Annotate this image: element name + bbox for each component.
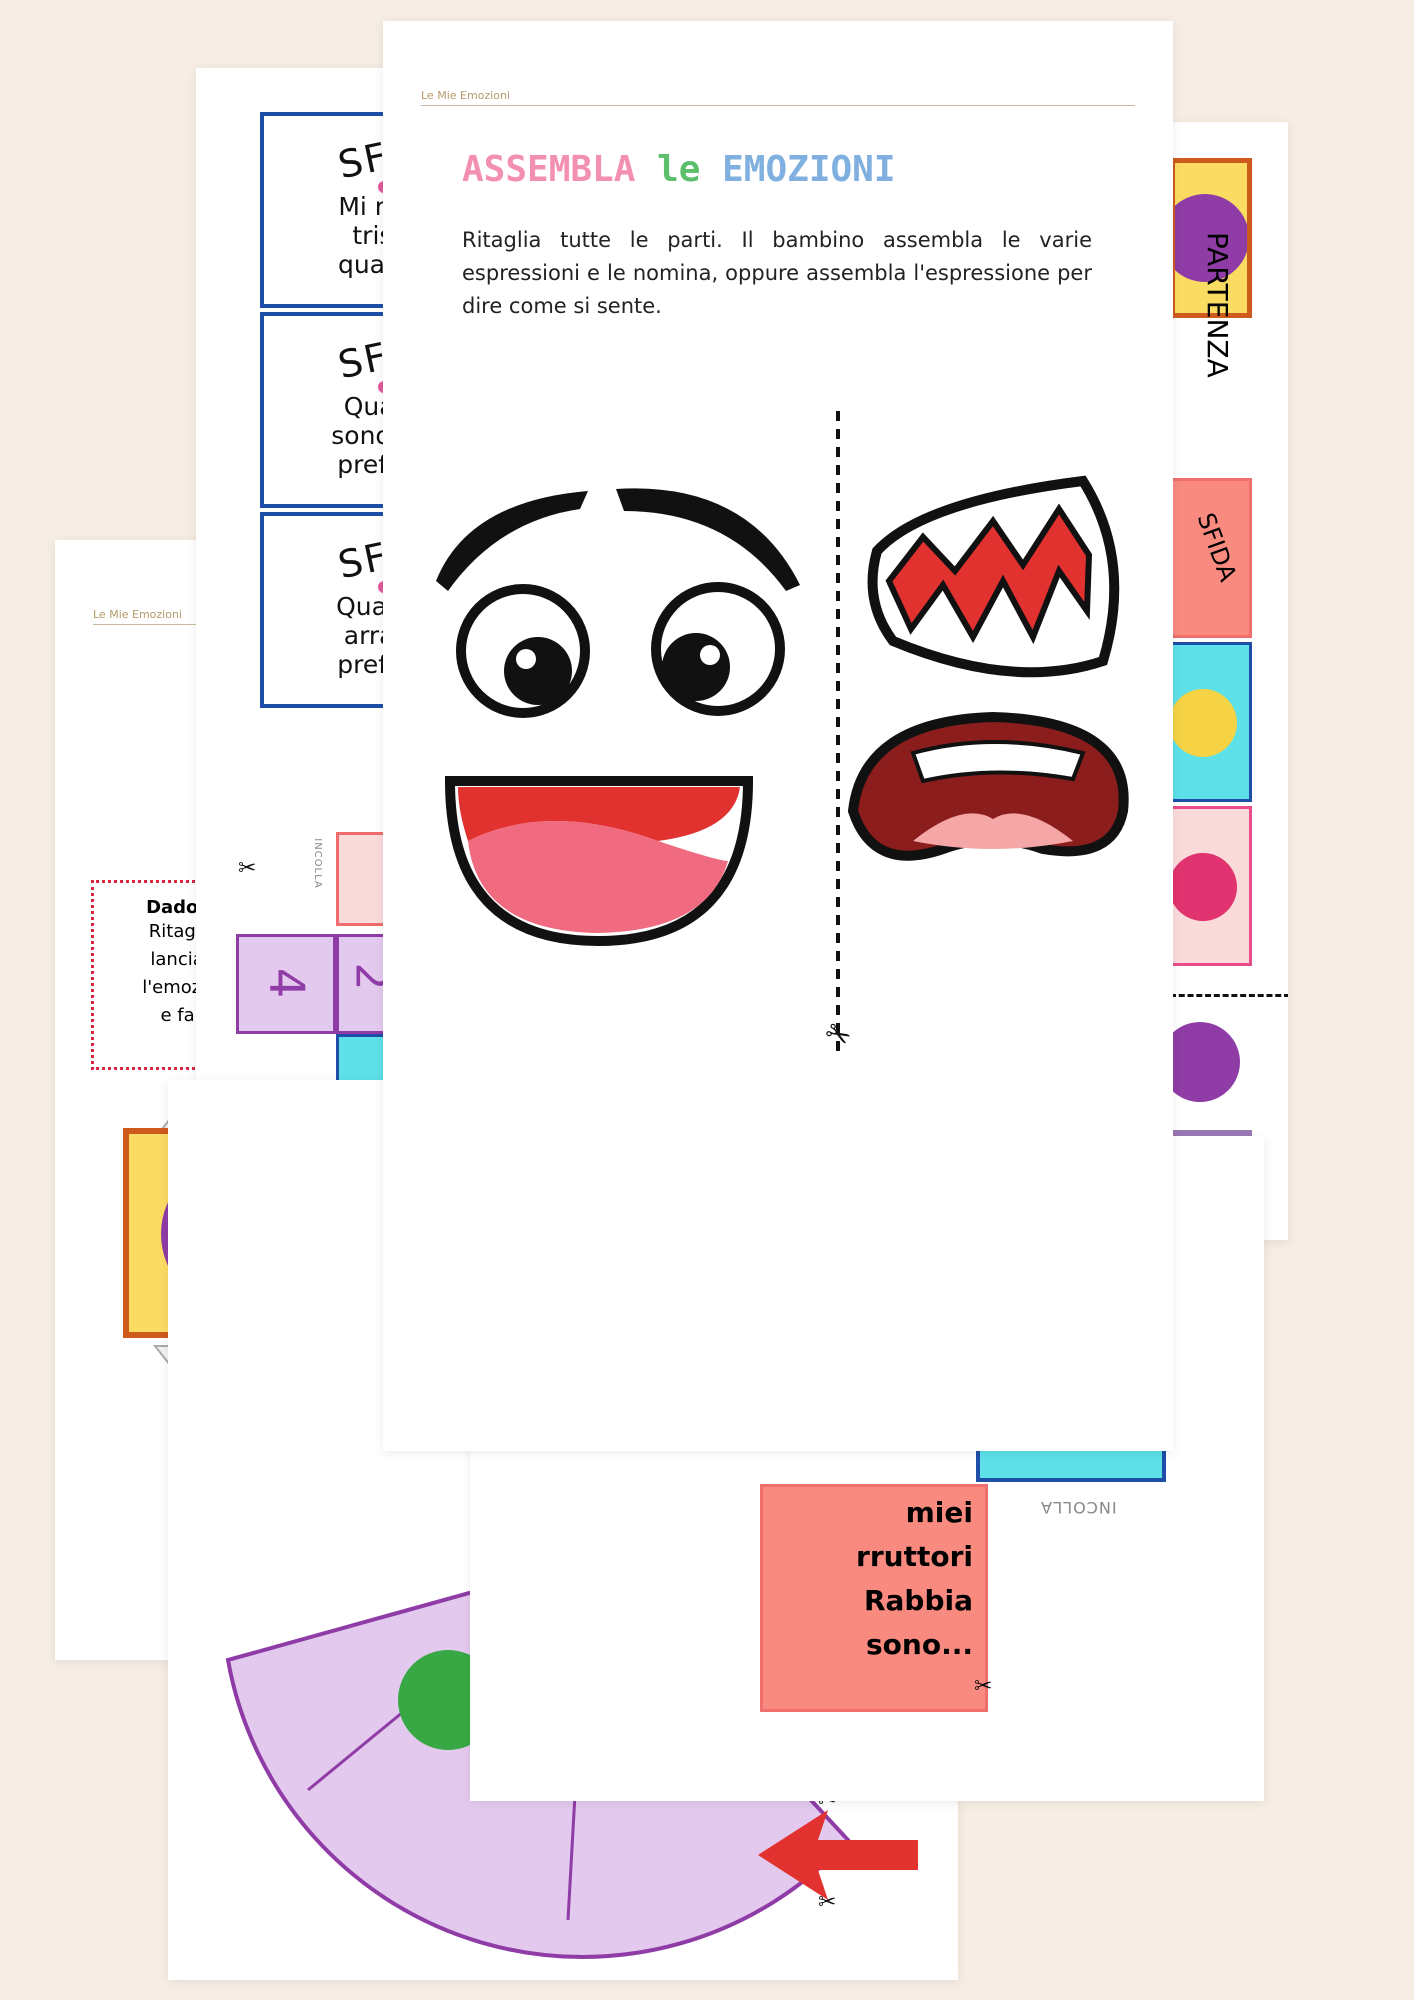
emoji-face-icon — [1169, 689, 1237, 757]
angry-mouth-cutout — [867, 475, 1120, 678]
scissors-icon: ✂ — [818, 1014, 858, 1058]
arrow-icon — [758, 1810, 918, 1900]
board-tile-purple-emoji — [1160, 1002, 1252, 1102]
board-tile-pink-emoji — [1169, 806, 1252, 966]
page-title: ASSEMBLA le EMOZIONI — [462, 149, 896, 190]
scissors-icon: ✂ — [818, 1890, 837, 1915]
challenge-tile-label: SFIDA — [1191, 509, 1243, 586]
emoji-face-icon — [1169, 853, 1237, 921]
triggers-card: miei rruttori Rabbia sono... — [760, 1484, 988, 1712]
triggers-card-line-1: miei — [905, 1496, 973, 1529]
emoji-face-icon — [1161, 194, 1249, 282]
board-tile-yellow-emoji — [1169, 642, 1252, 802]
triggers-card-line-3: Rabbia — [863, 1584, 973, 1617]
start-label: PARTENZA — [1201, 232, 1234, 378]
dice-page-header: Le Mie Emozioni — [93, 608, 182, 621]
cut-line — [1170, 994, 1288, 997]
dice-page-header-rule — [93, 624, 203, 625]
title-word-1: ASSEMBLA — [462, 149, 636, 190]
challenge-tile: SFIDA — [1170, 478, 1252, 638]
title-word-2: le — [657, 149, 701, 190]
scared-mouth-cutout — [847, 711, 1129, 861]
instructions: Ritaglia tutte le parti. Il bambino asse… — [462, 228, 1092, 318]
eyes-and-mouth-cutouts — [436, 488, 800, 947]
triggers-card-line-2: rruttori — [856, 1540, 973, 1573]
emoji-face-icon — [1160, 1022, 1240, 1102]
mini-dice-glue-label: INCOLLA — [311, 838, 323, 889]
title-word-3: EMOZIONI — [722, 149, 896, 190]
assemble-page: Le Mie Emozioni ASSEMBLA le EMOZIONI Rit… — [383, 21, 1173, 1451]
scissors-icon: ✂ — [238, 856, 257, 881]
page-header-brand: Le Mie Emozioni — [421, 89, 510, 102]
triggers-card-line-4: sono... — [866, 1628, 973, 1661]
mini-dice-face-4: 4 — [236, 934, 336, 1034]
page-header-rule — [421, 105, 1135, 106]
board-glue-label: INCOLLA — [1040, 1498, 1117, 1517]
scissors-icon: ✂ — [974, 1674, 993, 1699]
mini-dice-face-4-label: 4 — [258, 967, 314, 999]
